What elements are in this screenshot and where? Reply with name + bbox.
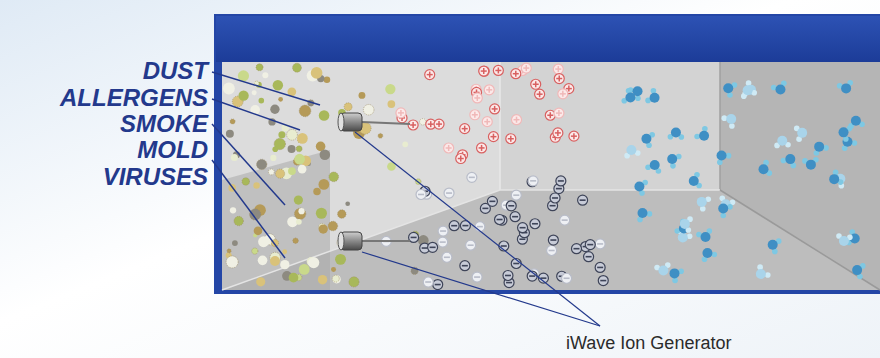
room: [222, 62, 880, 290]
device-label: iWave Ion Generator: [566, 333, 731, 353]
panel-frame: [214, 14, 880, 294]
contaminant-label: SMOKE: [120, 111, 208, 137]
particles: [223, 63, 866, 289]
leader-line: [355, 132, 600, 326]
leader-line: [212, 72, 320, 258]
contaminant-label: MOLD: [137, 137, 208, 163]
panel-header: [216, 16, 880, 62]
contaminant-label: VIRUSES: [103, 164, 208, 190]
ion-generator: [338, 113, 410, 131]
contaminant-label: DUST: [143, 58, 208, 84]
ion-generator: [338, 232, 410, 250]
contaminant-label: ALLERGENS: [60, 85, 208, 111]
